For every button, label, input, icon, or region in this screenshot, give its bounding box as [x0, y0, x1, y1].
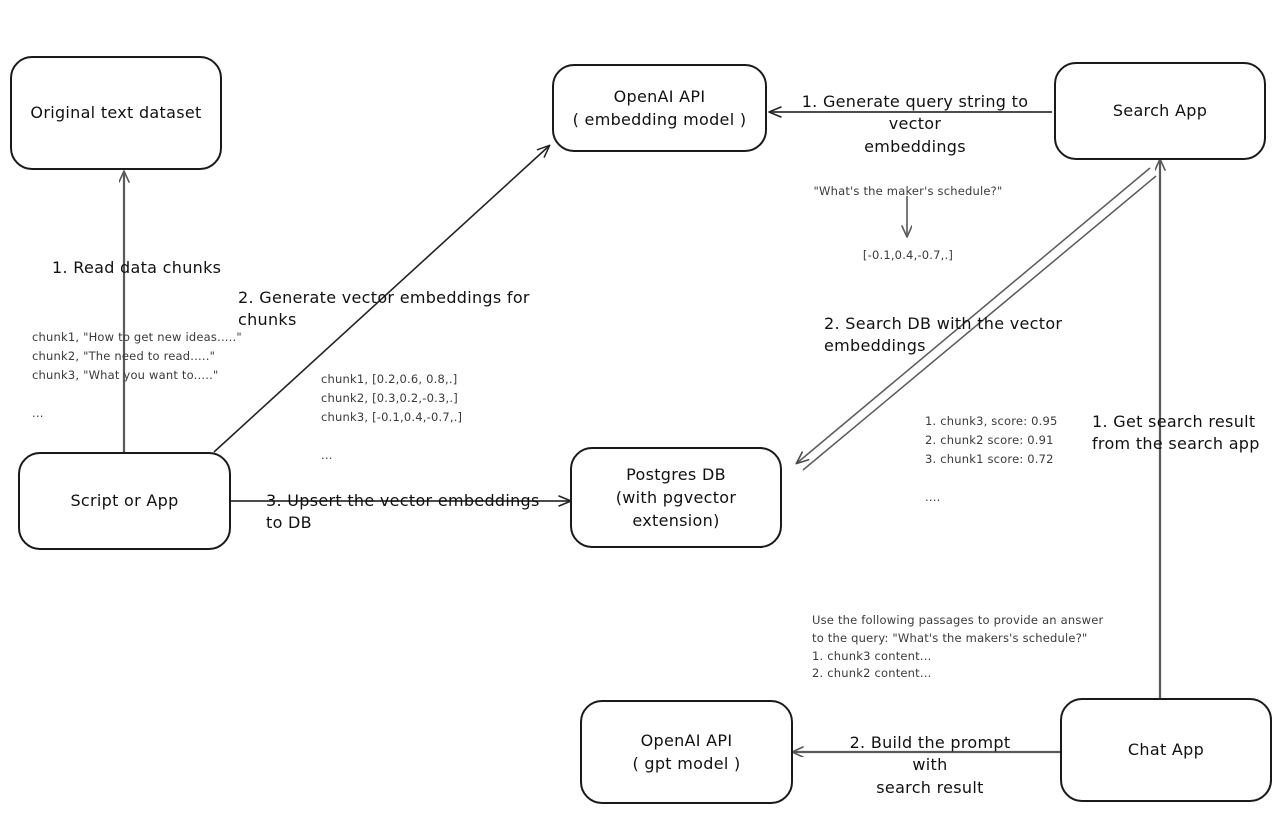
edge-label-generate-query-string: 1. Generate query string to vector embed…	[801, 92, 1029, 156]
node-openai-embedding-model[interactable]: OpenAI API ( embedding model )	[552, 64, 767, 152]
edge-label-generate-vector-embeddings: 2. Generate vector embeddings for chunks	[238, 288, 530, 330]
node-openai-embedding-model-label: OpenAI API ( embedding model )	[572, 86, 747, 129]
node-original-text-dataset[interactable]: Original text dataset	[10, 56, 222, 170]
note-query-string: "What's the maker's schedule?"	[813, 184, 1003, 198]
note-prompt-text: Use the following passages to provide an…	[812, 613, 1104, 681]
edge-label-build-prompt: 2. Build the prompt with search result	[849, 733, 1011, 797]
edge-label-upsert-to-db: 3. Upsert the vector embeddings to DB	[266, 491, 540, 533]
edge-label-get-search-result: 1. Get search result from the search app	[1092, 412, 1260, 454]
note-search-results: 1. chunk3, score: 0.95 2. chunk2 score: …	[925, 414, 1058, 504]
edge-label-search-db: 2. Search DB with the vector embeddings	[824, 314, 1063, 356]
node-search-app[interactable]: Search App	[1054, 62, 1266, 160]
node-openai-gpt-model-label: OpenAI API ( gpt model )	[632, 730, 741, 773]
node-postgres-db-label: Postgres DB (with pgvector extension)	[615, 464, 737, 531]
edge-label-read-data-chunks: 1. Read data chunks	[52, 258, 222, 277]
node-original-text-dataset-label: Original text dataset	[30, 103, 202, 123]
node-search-app-label: Search App	[1112, 101, 1208, 121]
node-postgres-db[interactable]: Postgres DB (with pgvector extension)	[570, 447, 782, 548]
node-chat-app[interactable]: Chat App	[1060, 698, 1272, 802]
node-openai-gpt-model[interactable]: OpenAI API ( gpt model )	[580, 700, 793, 804]
node-chat-app-label: Chat App	[1127, 740, 1205, 760]
node-script-or-app-label: Script or App	[70, 491, 179, 511]
note-chunk-embeddings: chunk1, [0.2,0.6, 0.8,.] chunk2, [0.3,0.…	[321, 372, 463, 462]
note-query-embedding: [-0.1,0.4,-0.7,.]	[862, 248, 954, 262]
node-script-or-app[interactable]: Script or App	[18, 452, 231, 550]
note-chunks-text: chunk1, "How to get new ideas....." chun…	[32, 330, 242, 420]
